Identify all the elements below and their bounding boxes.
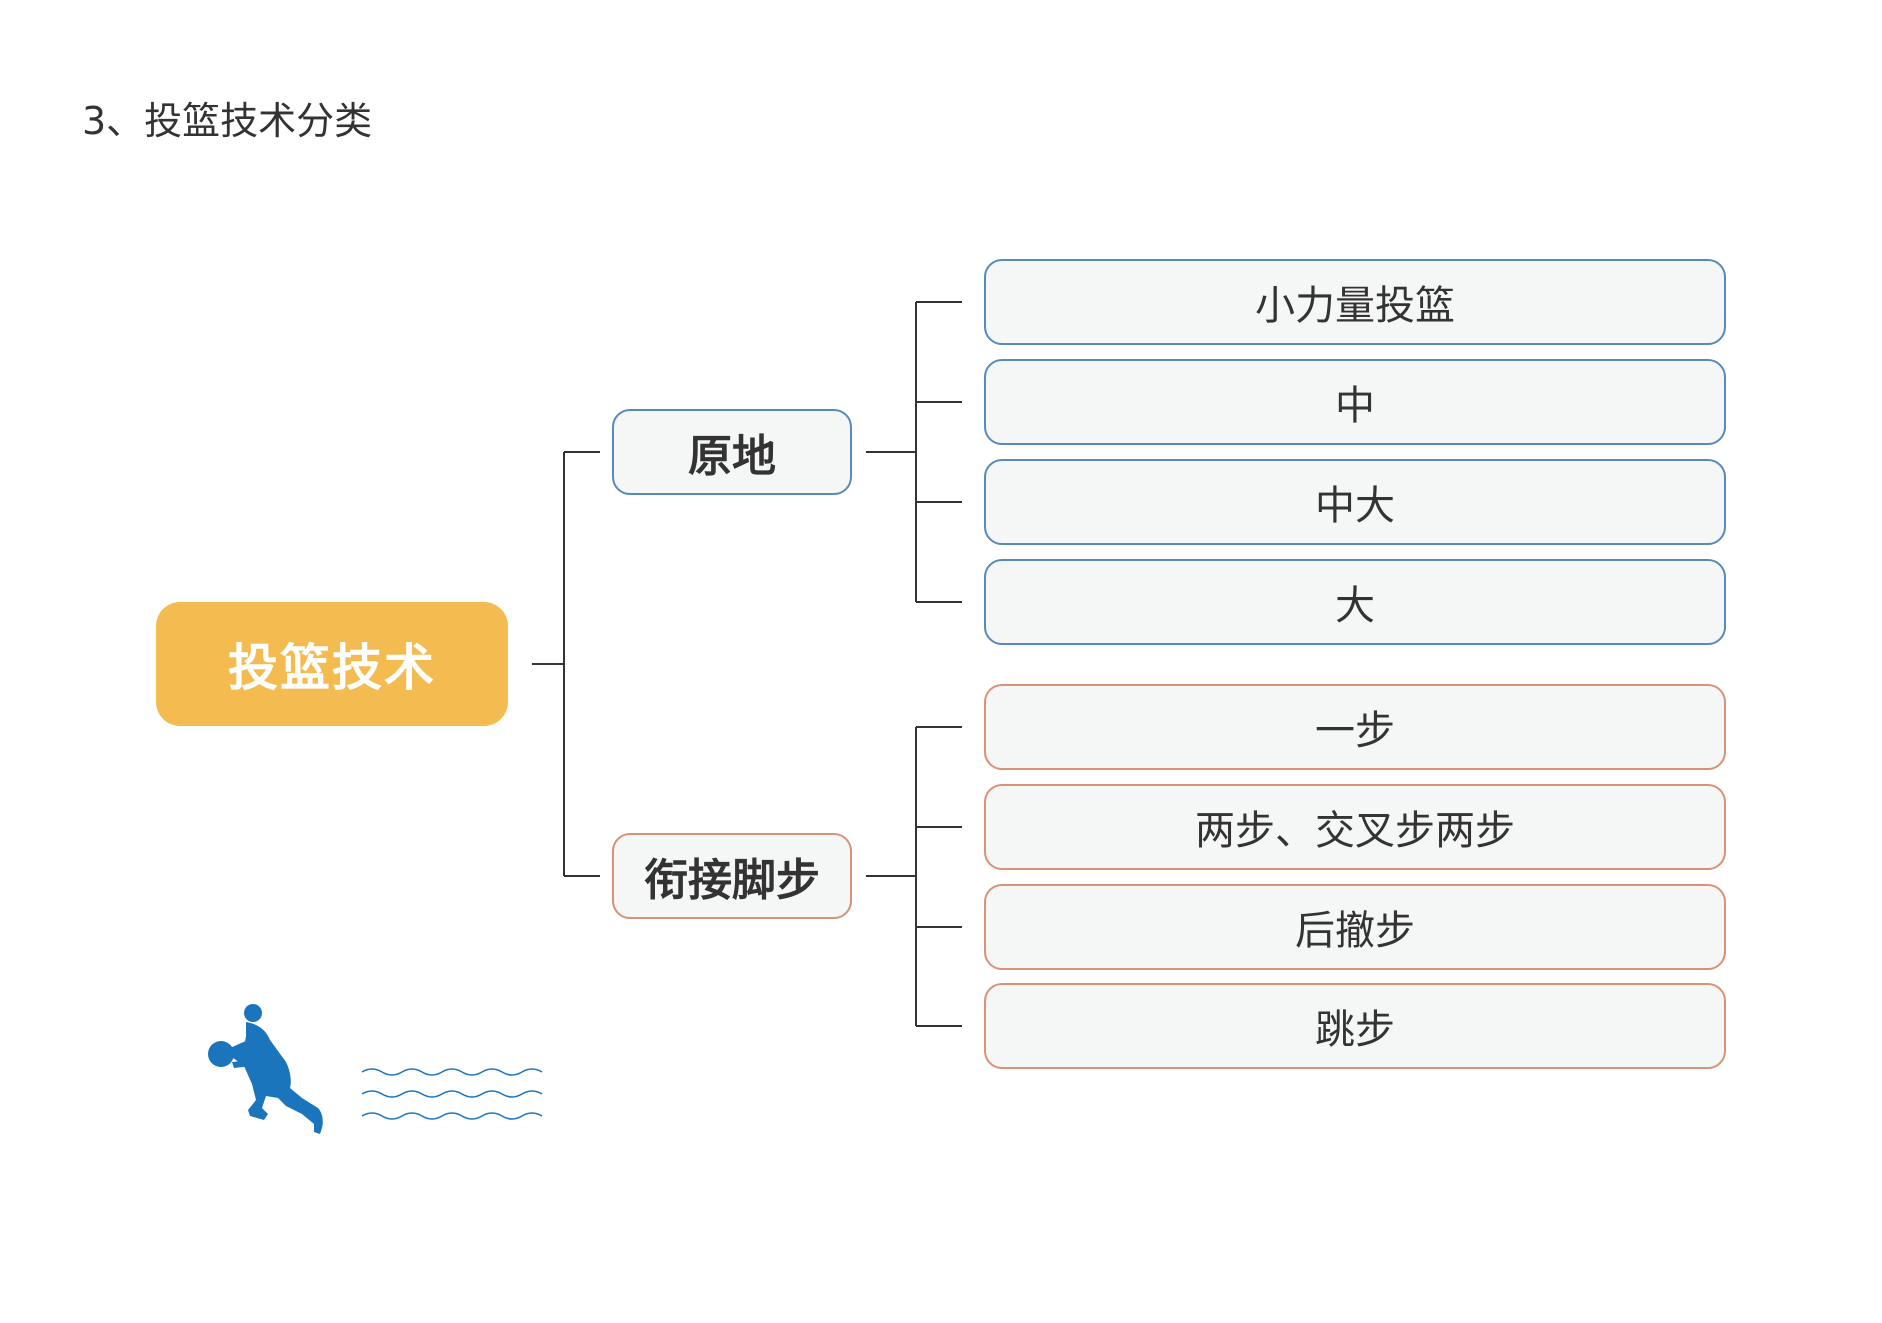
branch-node-xianjie-jiaobu[interactable]: 衔接脚步 xyxy=(612,833,852,919)
leaf-node[interactable]: 中 xyxy=(984,359,1726,445)
page-title: 3、投篮技术分类 xyxy=(82,99,373,143)
leaf-node[interactable]: 跳步 xyxy=(984,983,1726,1069)
leaf-node[interactable]: 后撤步 xyxy=(984,884,1726,970)
root-node[interactable]: 投篮技术 xyxy=(156,602,508,726)
branch-node-yuandi[interactable]: 原地 xyxy=(612,409,852,495)
basketball-player-icon xyxy=(208,1004,323,1134)
leaf-node[interactable]: 中大 xyxy=(984,459,1726,545)
leaf-node[interactable]: 两步、交叉步两步 xyxy=(984,784,1726,870)
leaf-node[interactable]: 小力量投篮 xyxy=(984,259,1726,345)
wave-lines-icon xyxy=(361,1068,543,1120)
leaf-node[interactable]: 一步 xyxy=(984,684,1726,770)
leaf-node[interactable]: 大 xyxy=(984,559,1726,645)
